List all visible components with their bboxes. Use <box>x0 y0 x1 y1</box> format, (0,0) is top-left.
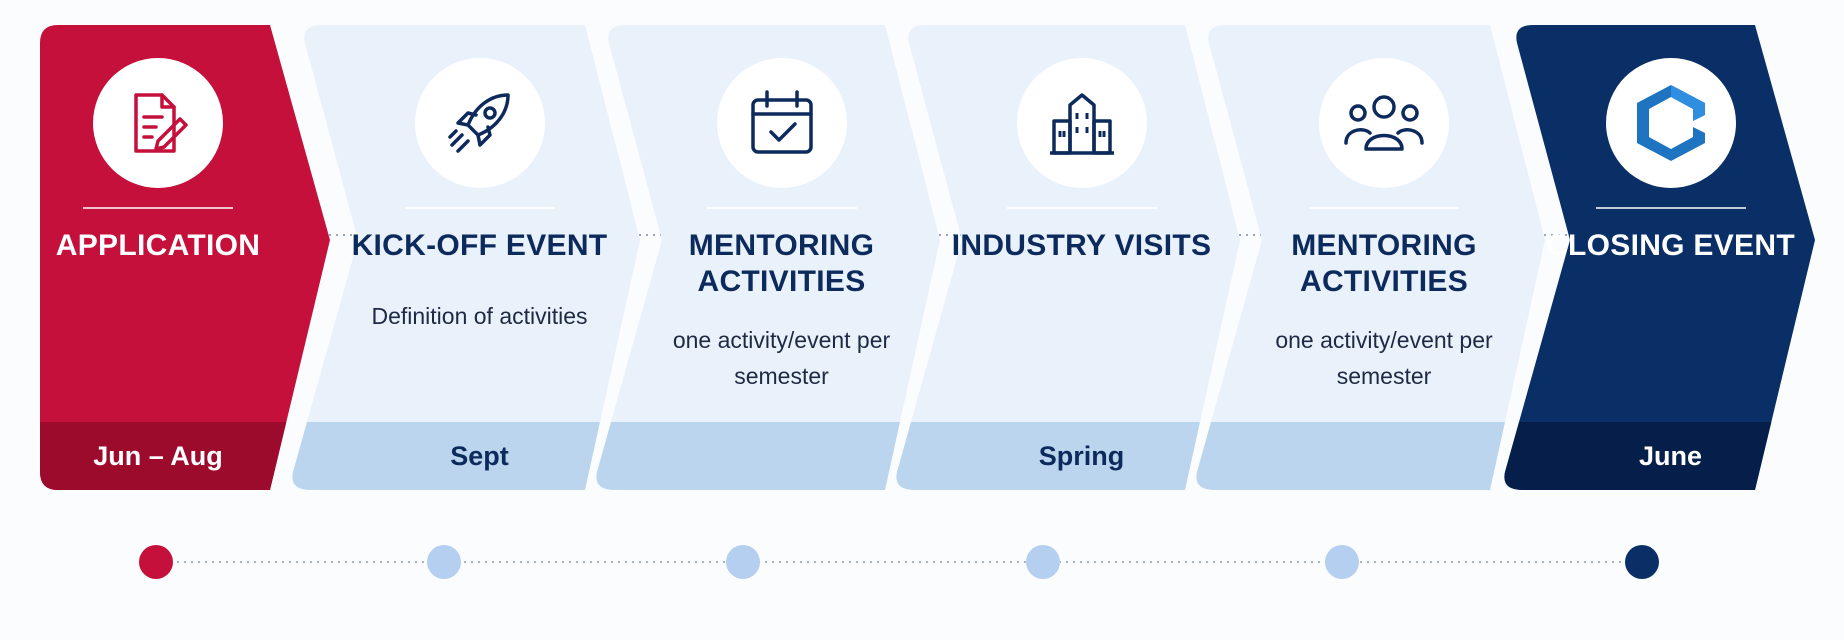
step-description: one activity/event per semester <box>1275 327 1493 389</box>
step-title: INDUSTRY VISITS <box>951 229 1212 262</box>
step-date: Jun – Aug <box>93 441 223 471</box>
divider-rule <box>1006 207 1157 209</box>
step-date-band <box>292 422 640 490</box>
step-date-band <box>596 422 940 490</box>
step-date-band <box>896 422 1240 490</box>
step-date: June <box>1638 441 1703 471</box>
document-pen-icon <box>122 87 194 159</box>
divider-rule <box>1595 207 1746 209</box>
step-title: MENTORING ACTIVITIES <box>688 229 875 298</box>
rocket-icon <box>442 85 518 161</box>
step-date-band <box>1196 422 1545 490</box>
timeline-dot <box>427 545 461 579</box>
step-chevron <box>596 25 940 490</box>
divider-rule <box>404 207 555 209</box>
step-date: Sept <box>450 441 509 471</box>
icon-circle <box>1319 58 1449 188</box>
timeline-dot <box>1026 545 1060 579</box>
icon-circle <box>1016 58 1147 188</box>
timeline-dot <box>139 545 173 579</box>
step-title: MENTORING ACTIVITIES <box>1291 229 1477 298</box>
divider-rule <box>706 207 857 209</box>
step-description: one activity/event per semester <box>672 327 891 389</box>
step-date: Spring <box>1038 441 1125 471</box>
step-title: APPLICATION <box>55 229 261 262</box>
icon-circle <box>716 58 847 188</box>
step-chevron <box>1196 25 1545 490</box>
divider-rule <box>83 207 233 209</box>
timeline-dot <box>1625 545 1659 579</box>
step-chevron <box>896 25 1240 490</box>
step-description: Definition of activities <box>371 303 588 329</box>
timeline-dot <box>726 545 760 579</box>
hexagon-logo-icon <box>1631 81 1711 165</box>
step-title: CLOSING EVENT <box>1546 229 1795 262</box>
step-title: KICK-OFF EVENT <box>351 229 608 262</box>
step-chevron <box>1504 25 1815 490</box>
timeline-dot <box>1325 545 1359 579</box>
buildings-icon <box>1046 87 1118 159</box>
divider-rule <box>1309 207 1459 209</box>
step-chevron <box>292 25 640 490</box>
icon-circle <box>414 58 545 188</box>
icon-circle <box>93 58 223 188</box>
calendar-check-icon <box>745 86 819 160</box>
icon-circle <box>1605 58 1736 188</box>
people-group-icon <box>1342 87 1426 159</box>
